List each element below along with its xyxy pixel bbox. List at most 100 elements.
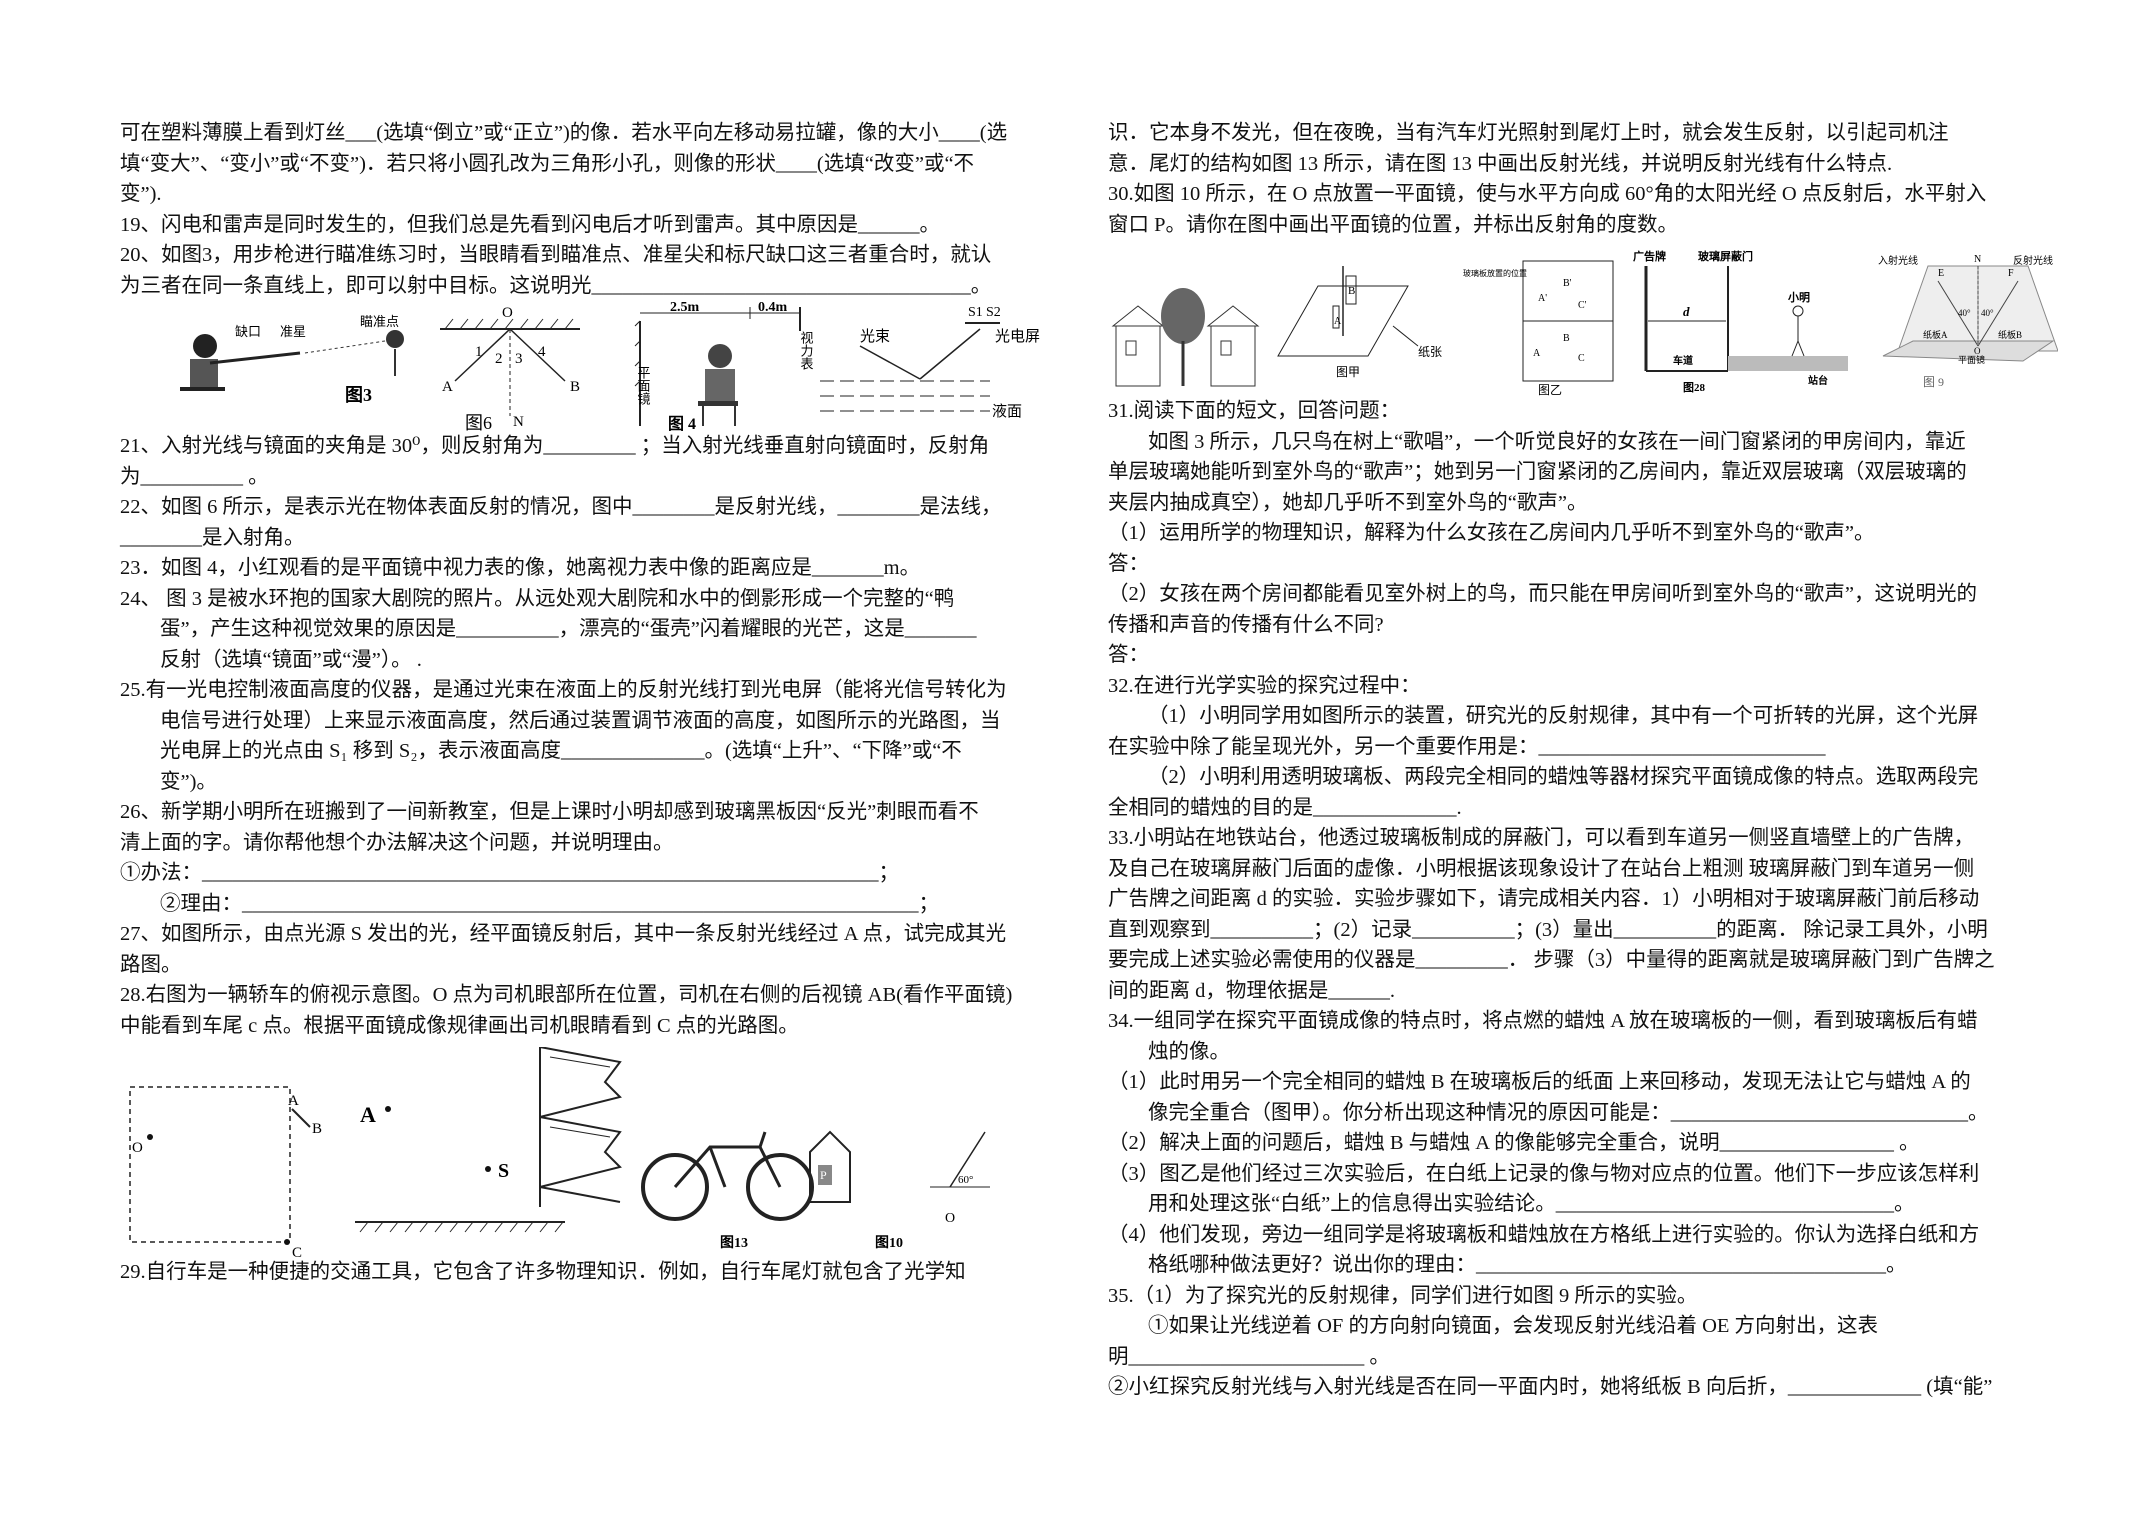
fig-jia-caption: 图甲 xyxy=(1336,365,1360,379)
fig6-caption: 图6 xyxy=(465,413,492,431)
fig28-subway-figure: 广告牌 玻璃屏蔽门 d 小明 车道 站台 图28 xyxy=(1633,249,1848,394)
fig4-label: 视力表 xyxy=(799,331,814,370)
fig-yi-figure: 玻璃板放置的位置 A' B' C' A B C 图乙 xyxy=(1463,260,1614,396)
car-label: B xyxy=(312,1121,322,1137)
right-text-block-a: 识．它本身不发光，但在夜晚，当有汽车灯光照射到尾灯上时，就会发生反射，以引起司机… xyxy=(1108,118,2058,240)
text-line: 路图。 xyxy=(120,953,182,976)
fig6-reflection-figure: O 1 2 3 4 A B N 图6 xyxy=(440,305,580,431)
fig9-label: 40° xyxy=(1958,308,1971,318)
fig25-label: 光束 xyxy=(860,328,890,345)
text-line: 蛋”，产生这种视觉效果的原因是__________，漂亮的“蛋壳”闪着耀眼的光芒… xyxy=(160,618,977,640)
question-24: 24、 图 3 是被水环抱的国家大剧院的照片。从远处观大剧院和水中的倒影形成一个… xyxy=(120,587,955,610)
text-line: 清上面的字。请你帮他想个办法解决这个问题，并说明理由。 xyxy=(120,831,674,854)
text-line: 光电屏上的光点由 S₁ 移到 S₂，表示液面高度______________。(… xyxy=(160,740,962,762)
houses-tree-figure xyxy=(1111,288,1260,387)
right-figure-row-svg: B A 图甲 纸张 玻璃板放置的位置 A' B' C' A B C 图乙 xyxy=(1111,249,2058,396)
fig3-label: 缺口 xyxy=(235,324,261,339)
sub-question: （2）解决上面的问题后，蜡烛 B 与蜡烛 A 的像能够完全重合，说明______… xyxy=(1108,1132,1920,1154)
fig-yi-label: A' xyxy=(1538,293,1547,304)
right-figure-row: B A 图甲 纸张 玻璃板放置的位置 A' B' C' A B C 图乙 xyxy=(1108,246,2058,396)
fig13-reflector-figure: 图13 xyxy=(539,1047,814,1251)
text-line: 明_______________________ 。 xyxy=(1108,1345,1390,1368)
text-line: 窗口 P。请你在图中画出平面镜的位置，并标出反射角的度数。 xyxy=(1108,213,1679,236)
right-column: 识．它本身不发光，但在夜晚，当有汽车灯光照射到尾灯上时，就会发生反射，以引起司机… xyxy=(1108,118,2058,1403)
text-line: 填“变大”、“变小”或“不变”)．若只将小圆孔改为三角形小孔，则像的形状____… xyxy=(120,152,975,175)
point-label-s: S xyxy=(498,1160,509,1182)
question-21: 21、入射光线与镜面的夹角是 30⁰，则反射角为_________ ；当入射光线… xyxy=(120,435,990,457)
car-label: A xyxy=(288,1093,299,1109)
fig10-caption: 图10 xyxy=(875,1235,903,1251)
text-line: 直到观察到__________；(2）记录__________；(3）量出___… xyxy=(1108,918,1988,941)
text-line: 要完成上述实验必需使用的仪器是_________． 步骤（3）中量得的距离就是玻… xyxy=(1108,949,1995,971)
fig9-caption: 图 9 xyxy=(1923,375,1944,389)
question-33: 33.小明站在地铁站台，他透过玻璃板制成的屏蔽门，可以看到车道另一侧竖直墙壁上的… xyxy=(1108,827,1975,849)
fig9-label: 反射光线 xyxy=(2013,254,2053,267)
figure-row-2-svg: A B O C A S xyxy=(129,1047,990,1257)
fig28-label: 玻璃屏蔽门 xyxy=(1698,249,1753,263)
text-line: 广告牌之间距离 d 的实验．实验步骤如下，请完成相关内容．1）小明相对于玻璃屏蔽… xyxy=(1108,888,1980,910)
fig-jia-label: A xyxy=(1334,316,1342,327)
fig28-label: 广告牌 xyxy=(1633,249,1666,263)
text-line: 间的距离 d，物理依据是______. xyxy=(1108,979,1395,1002)
fig3-label: 准星 xyxy=(280,324,306,339)
fig-jia-label: B xyxy=(1348,285,1355,297)
question-22: 22、如图 6 所示，是表示光在物体表面反射的情况，图中________是反射光… xyxy=(120,496,1002,518)
answer-method-line: ①办法：____________________________________… xyxy=(120,862,899,884)
text-line: 变”). xyxy=(120,183,162,205)
question-28: 28.右图为一辆轿车的俯视示意图。O 点为司机眼部所在位置，司机在右侧的后视镜 … xyxy=(120,984,1013,1006)
sub-question: （2）小明利用透明玻璃板、两段完全相同的蜡烛等器材探究平面镜成像的特点。选取两段… xyxy=(1148,766,1979,788)
sub-question: ②小红探究反射光线与入射光线是否在同一平面内时，她将纸板 B 向后折，_____… xyxy=(1108,1376,1993,1398)
left-text-block-a: 可在塑料薄膜上看到灯丝___(选填“倒立”或“正立”)的像．若水平向左移动易拉罐… xyxy=(120,118,1070,301)
question-20: 20、如图3，用步枪进行瞄准练习时，当眼睛看到瞄准点、准星尖和标尺缺口这三者重合… xyxy=(120,244,992,266)
fig3-label: 瞄准点 xyxy=(360,314,399,329)
question-27: 27、如图所示，由点光源 S 发出的光，经平面镜反射后，其中一条反射光线经过 A… xyxy=(120,923,1007,945)
figure-row-1-svg: 缺口 准星 瞄准点 图3 O 1 2 xyxy=(180,301,1040,431)
text-line: 用和处理这张“白纸”上的信息得出实验结论。___________________… xyxy=(1148,1193,1915,1215)
left-text-block-b: 21、入射光线与镜面的夹角是 30⁰，则反射角为_________ ；当入射光线… xyxy=(120,431,1070,1041)
text-line: 烛的像。 xyxy=(1148,1040,1230,1063)
answer-label: 答： xyxy=(1108,552,1149,575)
sub-question: （1）小明同学用如图所示的装置，研究光的反射规律，其中有一个可折转的光屏，这个光… xyxy=(1148,705,1979,727)
fig4-eye-chart-figure: 2.5m 0.4m 平面镜 视力表 图 4 xyxy=(634,301,814,431)
fig6-label: A xyxy=(442,379,453,395)
text-line: 意．尾灯的结构如图 13 所示，请在图 13 中画出反射光线，并说明反射光线有什… xyxy=(1108,152,1893,175)
text-line: 格纸哪种做法更好？说出你的理由：________________________… xyxy=(1148,1254,1907,1276)
fig28-label: 车道 xyxy=(1673,354,1693,367)
fig25-label: 光电屏 xyxy=(995,328,1040,345)
right-text-block-b: 31.阅读下面的短文，回答问题： 如图 3 所示，几只鸟在树上“歌唱”，一个听觉… xyxy=(1108,396,2058,1403)
text-line: 传播和声音的传播有什么不同? xyxy=(1108,613,1384,636)
fig-yi-label: 玻璃板放置的位置 xyxy=(1463,268,1527,278)
car-top-view-figure: A B O C xyxy=(129,1086,322,1257)
fig10-angle-figure: 60° O 图10 xyxy=(875,1131,990,1251)
question-25: 25.有一光电控制液面高度的仪器，是通过光束在液面上的反射光线打到光电屏（能将光… xyxy=(120,679,1007,701)
fig6-label: 1 xyxy=(475,344,483,360)
figure-row-2: A B O C A S xyxy=(120,1047,1070,1257)
text-line: 单层玻璃她能听到室外鸟的“歌声”；她到另一门窗紧闭的乙房间内，靠近双层玻璃（双层… xyxy=(1108,461,1967,483)
fig10-label: O xyxy=(945,1211,955,1226)
sub-question: ①如果让光线逆着 OF 的方向射向镜面，会发现反射光线沿着 OE 方向射出，这表 xyxy=(1148,1315,1879,1337)
fig9-label: E xyxy=(1938,268,1944,279)
fig3-rifle-figure: 缺口 准星 瞄准点 图3 xyxy=(180,314,404,405)
fig9-label: O xyxy=(1974,346,1981,356)
fig9-label: 平面镜 xyxy=(1958,354,1985,365)
fig9-reflection-board-figure: 入射光线 反射光线 E N F 40° 40° 纸板A 纸板B O 平面镜 图 … xyxy=(1878,254,2058,389)
text-line: 及自己在玻璃屏蔽门后面的虚像．小明根据该现象设计了在站台上粗测 玻璃屏蔽门到车道… xyxy=(1108,857,1975,880)
question-31: 31.阅读下面的短文，回答问题： xyxy=(1108,400,1401,422)
fig4-label: 2.5m xyxy=(670,301,700,315)
text-line: 像完全重合（图甲）。你分析出现这种情况的原因可能是：______________… xyxy=(1148,1101,1989,1124)
car-label: C xyxy=(292,1245,302,1257)
fig4-label: 0.4m xyxy=(758,301,788,315)
fig6-label: 4 xyxy=(538,344,546,360)
fig6-label: B xyxy=(570,379,580,395)
fig4-caption: 图 4 xyxy=(668,415,696,431)
text-line: 全相同的蜡烛的目的是______________. xyxy=(1108,796,1462,819)
sub-question: （2）女孩在两个房间都能看见室外树上的鸟，而只能在甲房间听到室外鸟的“歌声”，这… xyxy=(1108,583,1977,605)
question-35: 35.（1）为了探究光的反射规律，同学们进行如图 9 所示的实验。 xyxy=(1108,1284,1698,1307)
text-line: 如图 3 所示，几只鸟在树上“歌唱”，一个听觉良好的女孩在一间门窗紧闭的甲房间内… xyxy=(1148,430,1966,453)
text-line: 可在塑料薄膜上看到灯丝___(选填“倒立”或“正立”)的像．若水平向左移动易拉罐… xyxy=(120,122,1008,144)
figure-row-1: 缺口 准星 瞄准点 图3 O 1 2 xyxy=(120,301,1070,431)
fig25-liquid-level-figure: S1 S2 光束 光电屏 液面 xyxy=(820,305,1040,420)
fig9-label: N xyxy=(1974,254,1981,265)
sub-question: （1）此时用另一个完全相同的蜡烛 B 在玻璃板后的纸面 上来回移动，发现无法让它… xyxy=(1108,1071,1971,1093)
sub-question: （4）他们发现，旁边一组同学是将玻璃板和蜡烛放在方格纸上进行实验的。你认为选择白… xyxy=(1108,1223,1980,1246)
